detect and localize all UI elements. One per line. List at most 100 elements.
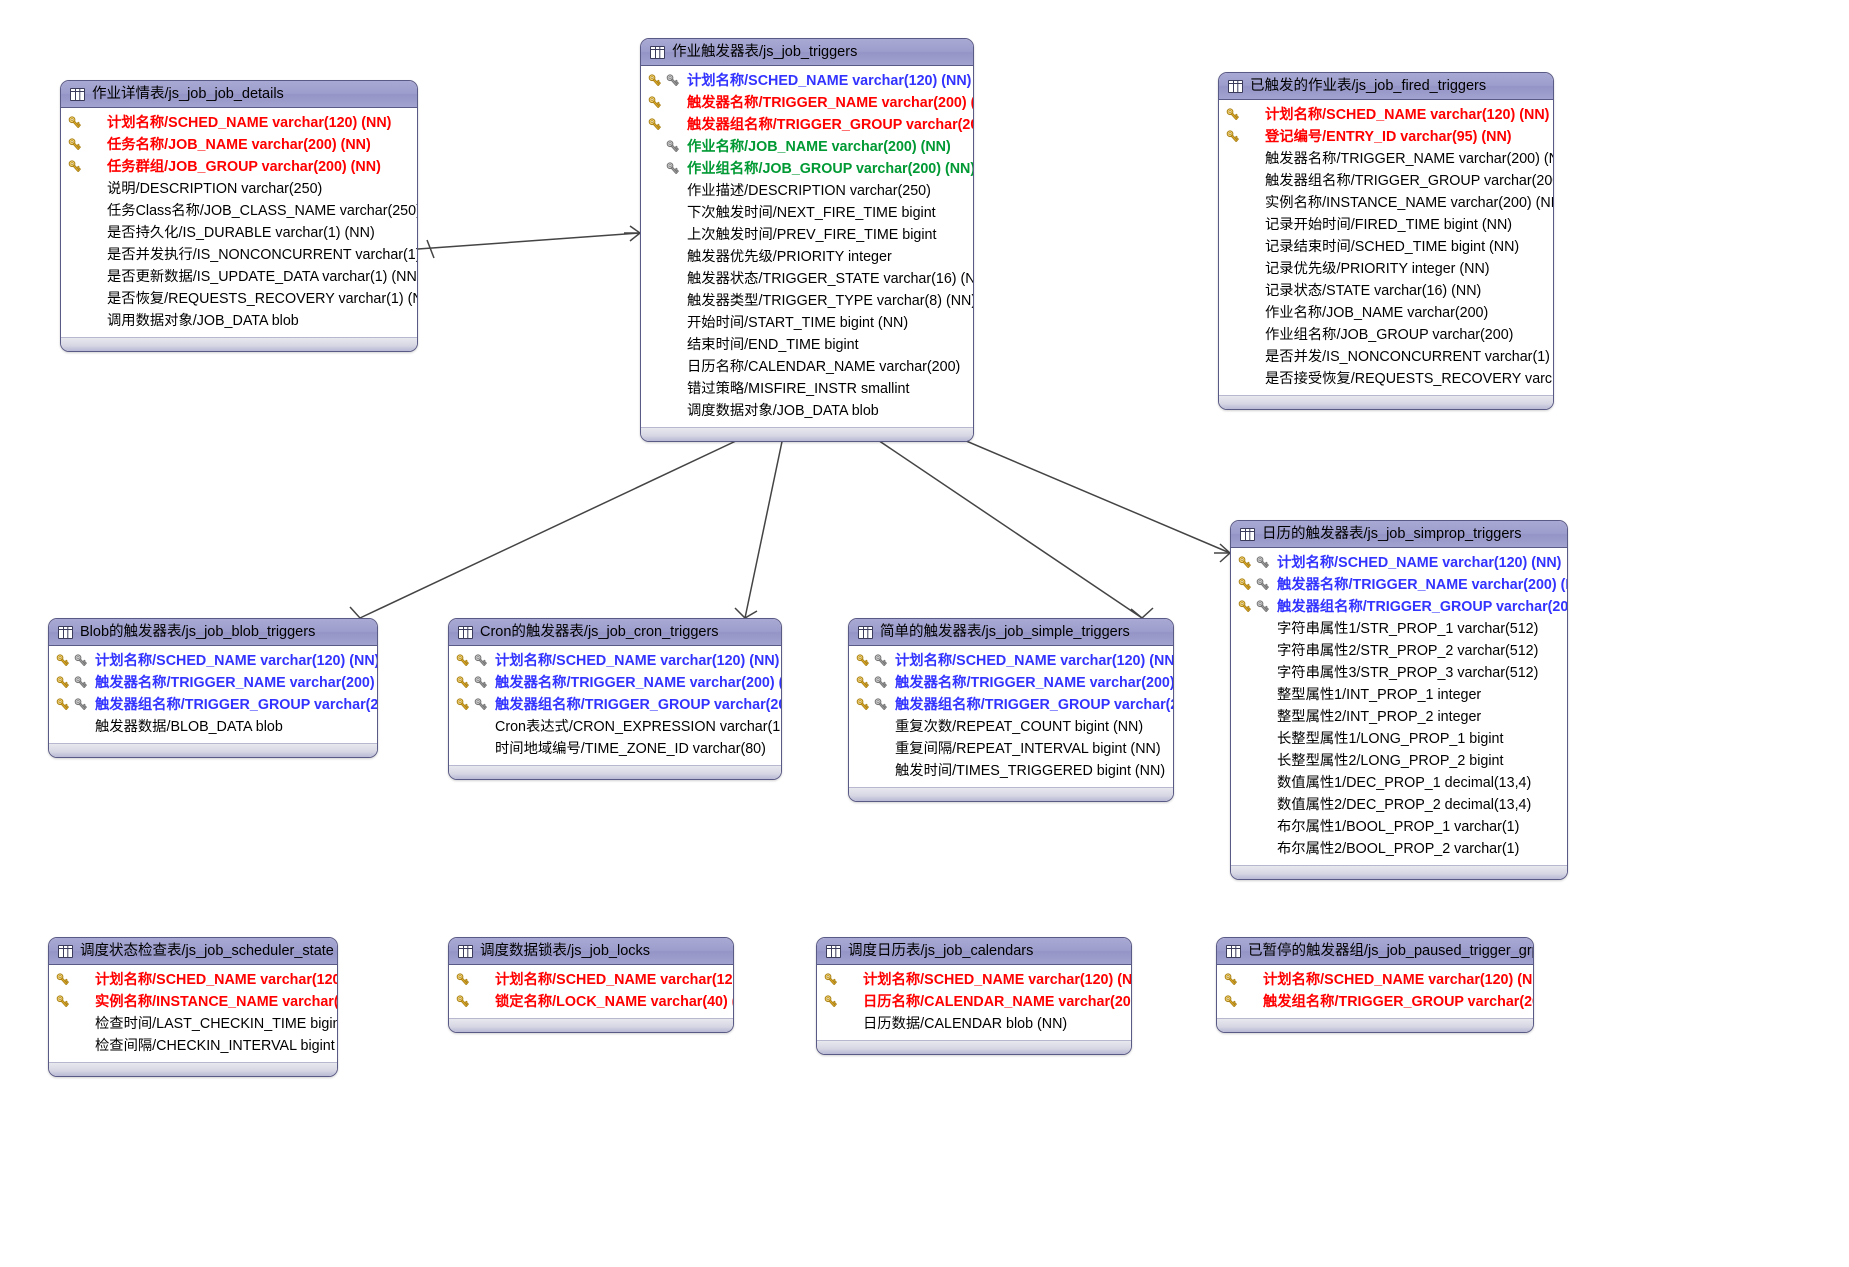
attribute-row[interactable]: 触发器组名称/TRIGGER_GROUP varchar(200) (NN): [449, 694, 781, 716]
attribute-row[interactable]: 布尔属性1/BOOL_PROP_1 varchar(1): [1231, 816, 1567, 838]
attribute-row[interactable]: 触发组名称/TRIGGER_GROUP varchar(200) (NN): [1217, 991, 1533, 1013]
attribute-row[interactable]: 错过策略/MISFIRE_INSTR smallint: [641, 378, 973, 400]
attribute-row[interactable]: 上次触发时间/PREV_FIRE_TIME bigint: [641, 224, 973, 246]
attribute-row[interactable]: 数值属性1/DEC_PROP_1 decimal(13,4): [1231, 772, 1567, 794]
attribute-row[interactable]: 计划名称/SCHED_NAME varchar(120) (NN): [49, 969, 337, 991]
attribute-row[interactable]: 触发时间/TIMES_TRIGGERED bigint (NN): [849, 760, 1173, 782]
attribute-row[interactable]: 是否接受恢复/REQUESTS_RECOVERY varchar(1): [1219, 368, 1553, 390]
attribute-row[interactable]: 登记编号/ENTRY_ID varchar(95) (NN): [1219, 126, 1553, 148]
attribute-row[interactable]: 记录优先级/PRIORITY integer (NN): [1219, 258, 1553, 280]
attribute-row[interactable]: 长整型属性1/LONG_PROP_1 bigint: [1231, 728, 1567, 750]
entity-header[interactable]: Cron的触发器表/js_job_cron_triggers: [449, 619, 781, 646]
attribute-row[interactable]: 重复次数/REPEAT_COUNT bigint (NN): [849, 716, 1173, 738]
attribute-row[interactable]: 触发器组名称/TRIGGER_GROUP varchar(200) (NN): [849, 694, 1173, 716]
attribute-row[interactable]: 作业组名称/JOB_GROUP varchar(200) (NN): [641, 158, 973, 180]
attribute-row[interactable]: 作业描述/DESCRIPTION varchar(250): [641, 180, 973, 202]
attribute-row[interactable]: 触发器组名称/TRIGGER_GROUP varchar(200) (NN): [1219, 170, 1553, 192]
attribute-row[interactable]: 作业名称/JOB_NAME varchar(200): [1219, 302, 1553, 324]
attribute-row[interactable]: 整型属性1/INT_PROP_1 integer: [1231, 684, 1567, 706]
entity-js_job_locks[interactable]: 调度数据锁表/js_job_locks 计划名称/SCHED_NAME varch…: [448, 937, 734, 1033]
attribute-row[interactable]: 是否更新数据/IS_UPDATE_DATA varchar(1) (NN): [61, 266, 417, 288]
entity-header[interactable]: 已触发的作业表/js_job_fired_triggers: [1219, 73, 1553, 100]
entity-header[interactable]: 调度状态检查表/js_job_scheduler_state: [49, 938, 337, 965]
attribute-row[interactable]: 下次触发时间/NEXT_FIRE_TIME bigint: [641, 202, 973, 224]
attribute-row[interactable]: 触发器名称/TRIGGER_NAME varchar(200) (NN): [449, 672, 781, 694]
entity-header[interactable]: 简单的触发器表/js_job_simple_triggers: [849, 619, 1173, 646]
attribute-row[interactable]: 说明/DESCRIPTION varchar(250): [61, 178, 417, 200]
entity-js_job_triggers[interactable]: 作业触发器表/js_job_triggers 计划名称/SCHED_NAME va…: [640, 38, 974, 442]
attribute-row[interactable]: 记录开始时间/FIRED_TIME bigint (NN): [1219, 214, 1553, 236]
entity-header[interactable]: 日历的触发器表/js_job_simprop_triggers: [1231, 521, 1567, 548]
attribute-row[interactable]: 时间地域编号/TIME_ZONE_ID varchar(80): [449, 738, 781, 760]
entity-header[interactable]: 作业详情表/js_job_job_details: [61, 81, 417, 108]
attribute-row[interactable]: 实例名称/INSTANCE_NAME varchar(200) (NN): [1219, 192, 1553, 214]
entity-js_job_simple_triggers[interactable]: 简单的触发器表/js_job_simple_triggers 计划名称/SCHED…: [848, 618, 1174, 802]
attribute-row[interactable]: 调度数据对象/JOB_DATA blob: [641, 400, 973, 422]
attribute-row[interactable]: 计划名称/SCHED_NAME varchar(120) (NN): [1217, 969, 1533, 991]
attribute-row[interactable]: 开始时间/START_TIME bigint (NN): [641, 312, 973, 334]
entity-header[interactable]: 调度数据锁表/js_job_locks: [449, 938, 733, 965]
attribute-row[interactable]: 是否并发/IS_NONCONCURRENT varchar(1): [1219, 346, 1553, 368]
entity-js_job_fired_triggers[interactable]: 已触发的作业表/js_job_fired_triggers 计划名称/SCHED_…: [1218, 72, 1554, 410]
attribute-row[interactable]: 任务群组/JOB_GROUP varchar(200) (NN): [61, 156, 417, 178]
entity-js_job_cron_triggers[interactable]: Cron的触发器表/js_job_cron_triggers 计划名称/SCHED…: [448, 618, 782, 780]
attribute-row[interactable]: 触发器类型/TRIGGER_TYPE varchar(8) (NN): [641, 290, 973, 312]
attribute-row[interactable]: 布尔属性2/BOOL_PROP_2 varchar(1): [1231, 838, 1567, 860]
attribute-row[interactable]: 字符串属性2/STR_PROP_2 varchar(512): [1231, 640, 1567, 662]
attribute-row[interactable]: 检查时间/LAST_CHECKIN_TIME bigint (NN): [49, 1013, 337, 1035]
attribute-row[interactable]: 触发器数据/BLOB_DATA blob: [49, 716, 377, 738]
attribute-row[interactable]: 触发器组名称/TRIGGER_GROUP varchar(200) (NN): [49, 694, 377, 716]
attribute-row[interactable]: 长整型属性2/LONG_PROP_2 bigint: [1231, 750, 1567, 772]
attribute-row[interactable]: 任务Class名称/JOB_CLASS_NAME varchar(250) (N…: [61, 200, 417, 222]
attribute-row[interactable]: 计划名称/SCHED_NAME varchar(120) (NN): [449, 969, 733, 991]
attribute-row[interactable]: 触发器名称/TRIGGER_NAME varchar(200) (NN): [849, 672, 1173, 694]
attribute-row[interactable]: 触发器组名称/TRIGGER_GROUP varchar(200) (NN): [1231, 596, 1567, 618]
attribute-row[interactable]: 触发器状态/TRIGGER_STATE varchar(16) (NN): [641, 268, 973, 290]
attribute-row[interactable]: 触发器名称/TRIGGER_NAME varchar(200) (NN): [1231, 574, 1567, 596]
attribute-row[interactable]: 调用数据对象/JOB_DATA blob: [61, 310, 417, 332]
attribute-row[interactable]: 触发器组名称/TRIGGER_GROUP varchar(200) (NN): [641, 114, 973, 136]
attribute-row[interactable]: 计划名称/SCHED_NAME varchar(120) (NN): [61, 112, 417, 134]
attribute-row[interactable]: 日历名称/CALENDAR_NAME varchar(200): [641, 356, 973, 378]
attribute-row[interactable]: 重复间隔/REPEAT_INTERVAL bigint (NN): [849, 738, 1173, 760]
entity-js_job_calendars[interactable]: 调度日历表/js_job_calendars 计划名称/SCHED_NAME va…: [816, 937, 1132, 1055]
attribute-row[interactable]: 触发器优先级/PRIORITY integer: [641, 246, 973, 268]
entity-header[interactable]: 已暂停的触发器组/js_job_paused_trigger_grps: [1217, 938, 1533, 965]
attribute-row[interactable]: 结束时间/END_TIME bigint: [641, 334, 973, 356]
entity-js_job_paused_trigger_grps[interactable]: 已暂停的触发器组/js_job_paused_trigger_grps 计划名称/…: [1216, 937, 1534, 1033]
entity-header[interactable]: 作业触发器表/js_job_triggers: [641, 39, 973, 66]
entity-js_job_simprop_triggers[interactable]: 日历的触发器表/js_job_simprop_triggers 计划名称/SCHE…: [1230, 520, 1568, 880]
attribute-row[interactable]: 计划名称/SCHED_NAME varchar(120) (NN): [1231, 552, 1567, 574]
attribute-row[interactable]: 整型属性2/INT_PROP_2 integer: [1231, 706, 1567, 728]
attribute-row[interactable]: 日历名称/CALENDAR_NAME varchar(200) (NN): [817, 991, 1131, 1013]
entity-header[interactable]: Blob的触发器表/js_job_blob_triggers: [49, 619, 377, 646]
attribute-row[interactable]: 作业名称/JOB_NAME varchar(200) (NN): [641, 136, 973, 158]
attribute-row[interactable]: 计划名称/SCHED_NAME varchar(120) (NN): [641, 70, 973, 92]
entity-header[interactable]: 调度日历表/js_job_calendars: [817, 938, 1131, 965]
attribute-row[interactable]: 日历数据/CALENDAR blob (NN): [817, 1013, 1131, 1035]
attribute-row[interactable]: 字符串属性1/STR_PROP_1 varchar(512): [1231, 618, 1567, 640]
attribute-row[interactable]: 实例名称/INSTANCE_NAME varchar(200) (NN): [49, 991, 337, 1013]
attribute-row[interactable]: 计划名称/SCHED_NAME varchar(120) (NN): [849, 650, 1173, 672]
attribute-row[interactable]: 是否恢复/REQUESTS_RECOVERY varchar(1) (NN): [61, 288, 417, 310]
attribute-row[interactable]: 计划名称/SCHED_NAME varchar(120) (NN): [1219, 104, 1553, 126]
attribute-row[interactable]: 计划名称/SCHED_NAME varchar(120) (NN): [449, 650, 781, 672]
attribute-row[interactable]: Cron表达式/CRON_EXPRESSION varchar(120) (NN…: [449, 716, 781, 738]
attribute-row[interactable]: 任务名称/JOB_NAME varchar(200) (NN): [61, 134, 417, 156]
attribute-row[interactable]: 触发器名称/TRIGGER_NAME varchar(200) (NN): [49, 672, 377, 694]
attribute-row[interactable]: 数值属性2/DEC_PROP_2 decimal(13,4): [1231, 794, 1567, 816]
attribute-row[interactable]: 是否持久化/IS_DURABLE varchar(1) (NN): [61, 222, 417, 244]
attribute-row[interactable]: 计划名称/SCHED_NAME varchar(120) (NN): [817, 969, 1131, 991]
attribute-row[interactable]: 字符串属性3/STR_PROP_3 varchar(512): [1231, 662, 1567, 684]
attribute-row[interactable]: 记录结束时间/SCHED_TIME bigint (NN): [1219, 236, 1553, 258]
entity-js_job_job_details[interactable]: 作业详情表/js_job_job_details 计划名称/SCHED_NAME …: [60, 80, 418, 352]
attribute-row[interactable]: 记录状态/STATE varchar(16) (NN): [1219, 280, 1553, 302]
attribute-row[interactable]: 触发器名称/TRIGGER_NAME varchar(200) (NN): [1219, 148, 1553, 170]
attribute-row[interactable]: 触发器名称/TRIGGER_NAME varchar(200) (NN): [641, 92, 973, 114]
attribute-row[interactable]: 作业组名称/JOB_GROUP varchar(200): [1219, 324, 1553, 346]
attribute-row[interactable]: 是否并发执行/IS_NONCONCURRENT varchar(1) (NN): [61, 244, 417, 266]
entity-js_job_scheduler_state[interactable]: 调度状态检查表/js_job_scheduler_state 计划名称/SCHED…: [48, 937, 338, 1077]
attribute-row[interactable]: 锁定名称/LOCK_NAME varchar(40) (NN): [449, 991, 733, 1013]
attribute-row[interactable]: 检查间隔/CHECKIN_INTERVAL bigint (NN): [49, 1035, 337, 1057]
